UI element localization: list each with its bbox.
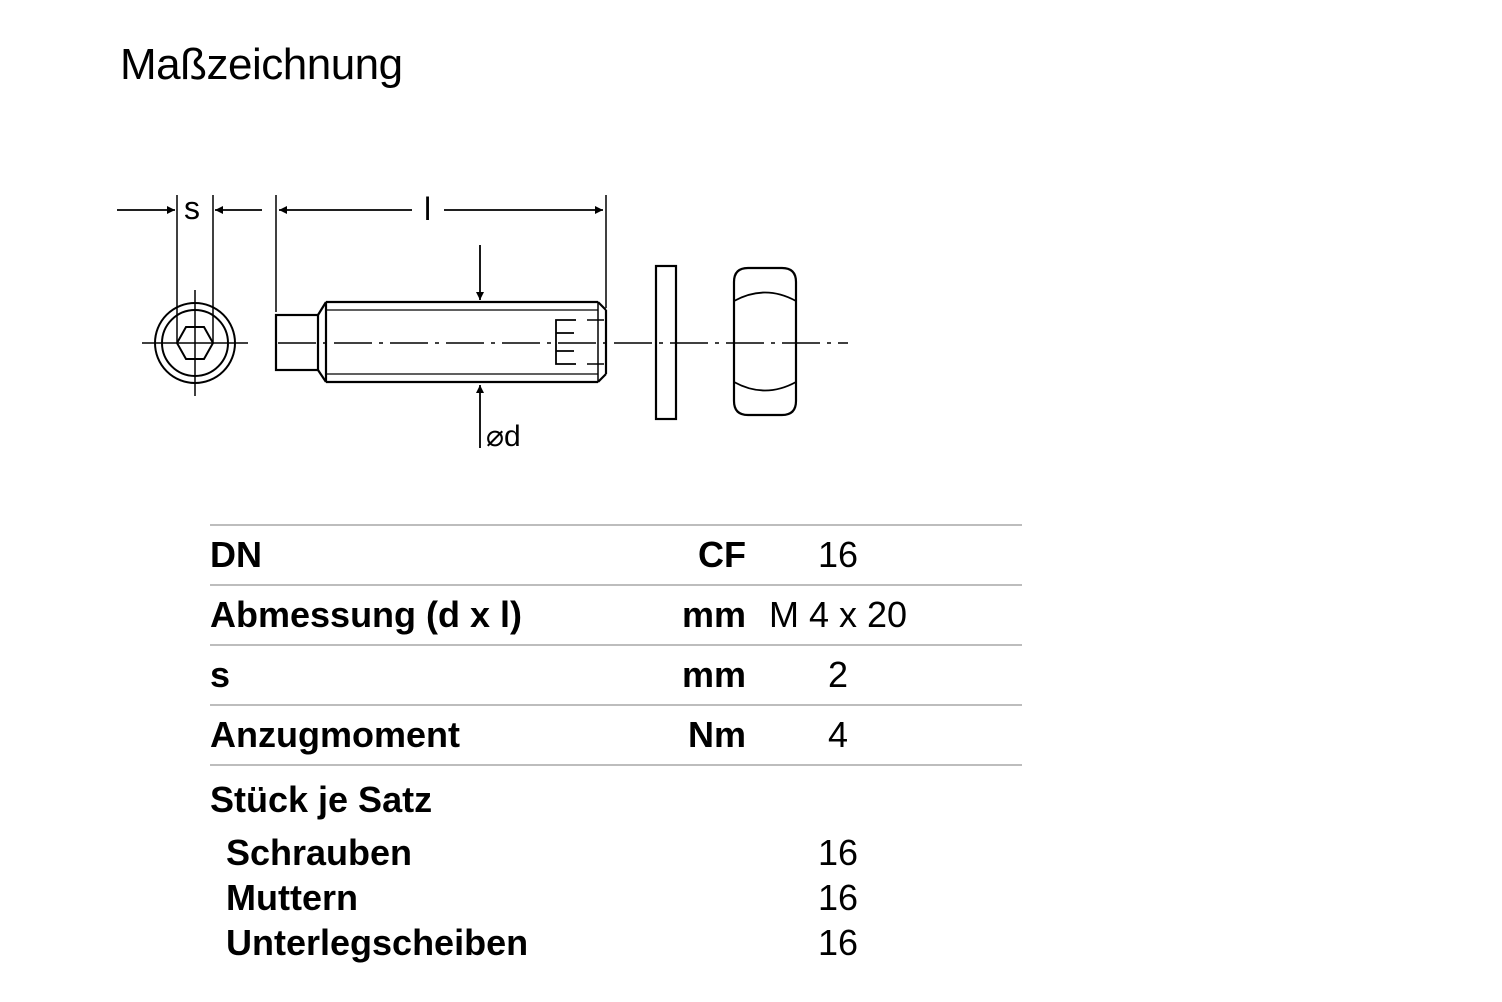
table-row: Anzugmoment Nm 4 <box>210 704 1022 766</box>
row-label: Abmessung (d x l) <box>210 584 656 645</box>
table-row: Schrauben 16 <box>210 830 1022 875</box>
row-value: 4 <box>746 704 1022 766</box>
row-label: Unterlegscheiben <box>226 921 529 963</box>
table-row: Muttern 16 <box>210 875 1022 920</box>
l-dimension <box>275 195 607 312</box>
s-label: s <box>184 190 200 226</box>
table-row: Unterlegscheiben 16 <box>210 920 1022 965</box>
screw-side-view <box>274 300 608 384</box>
row-label: s <box>210 644 656 705</box>
l-label: l <box>424 191 431 227</box>
table-row: DN CF 16 <box>210 524 1022 585</box>
row-value: 16 <box>817 831 859 873</box>
group-header-row: Stück je Satz <box>210 765 1022 830</box>
row-unit: CF <box>656 524 746 585</box>
row-value: 16 <box>817 921 859 963</box>
hex-nut <box>732 266 798 417</box>
page-title: Maßzeichnung <box>120 40 403 89</box>
d-label: ⌀d <box>486 420 521 453</box>
row-label: Anzugmoment <box>210 704 656 766</box>
screw-end-view <box>142 195 248 396</box>
table-row: Abmessung (d x l) mm M 4 x 20 <box>210 584 1022 645</box>
row-value: 16 <box>746 524 1022 585</box>
row-value: M 4 x 20 <box>746 584 1022 645</box>
row-value: 16 <box>817 876 859 918</box>
row-label: DN <box>210 524 656 585</box>
row-label: Schrauben <box>226 831 413 873</box>
spec-table: DN CF 16 Abmessung (d x l) mm M 4 x 20 s… <box>210 524 1022 965</box>
row-unit: mm <box>656 644 746 705</box>
washer <box>654 264 678 421</box>
dimension-drawing: s l ⌀d <box>117 190 848 453</box>
group-label: Stück je Satz <box>210 779 433 820</box>
table-row: s mm 2 <box>210 644 1022 705</box>
row-unit: Nm <box>656 704 746 766</box>
row-label: Muttern <box>226 876 358 918</box>
row-value: 2 <box>746 644 1022 705</box>
row-unit: mm <box>656 584 746 645</box>
